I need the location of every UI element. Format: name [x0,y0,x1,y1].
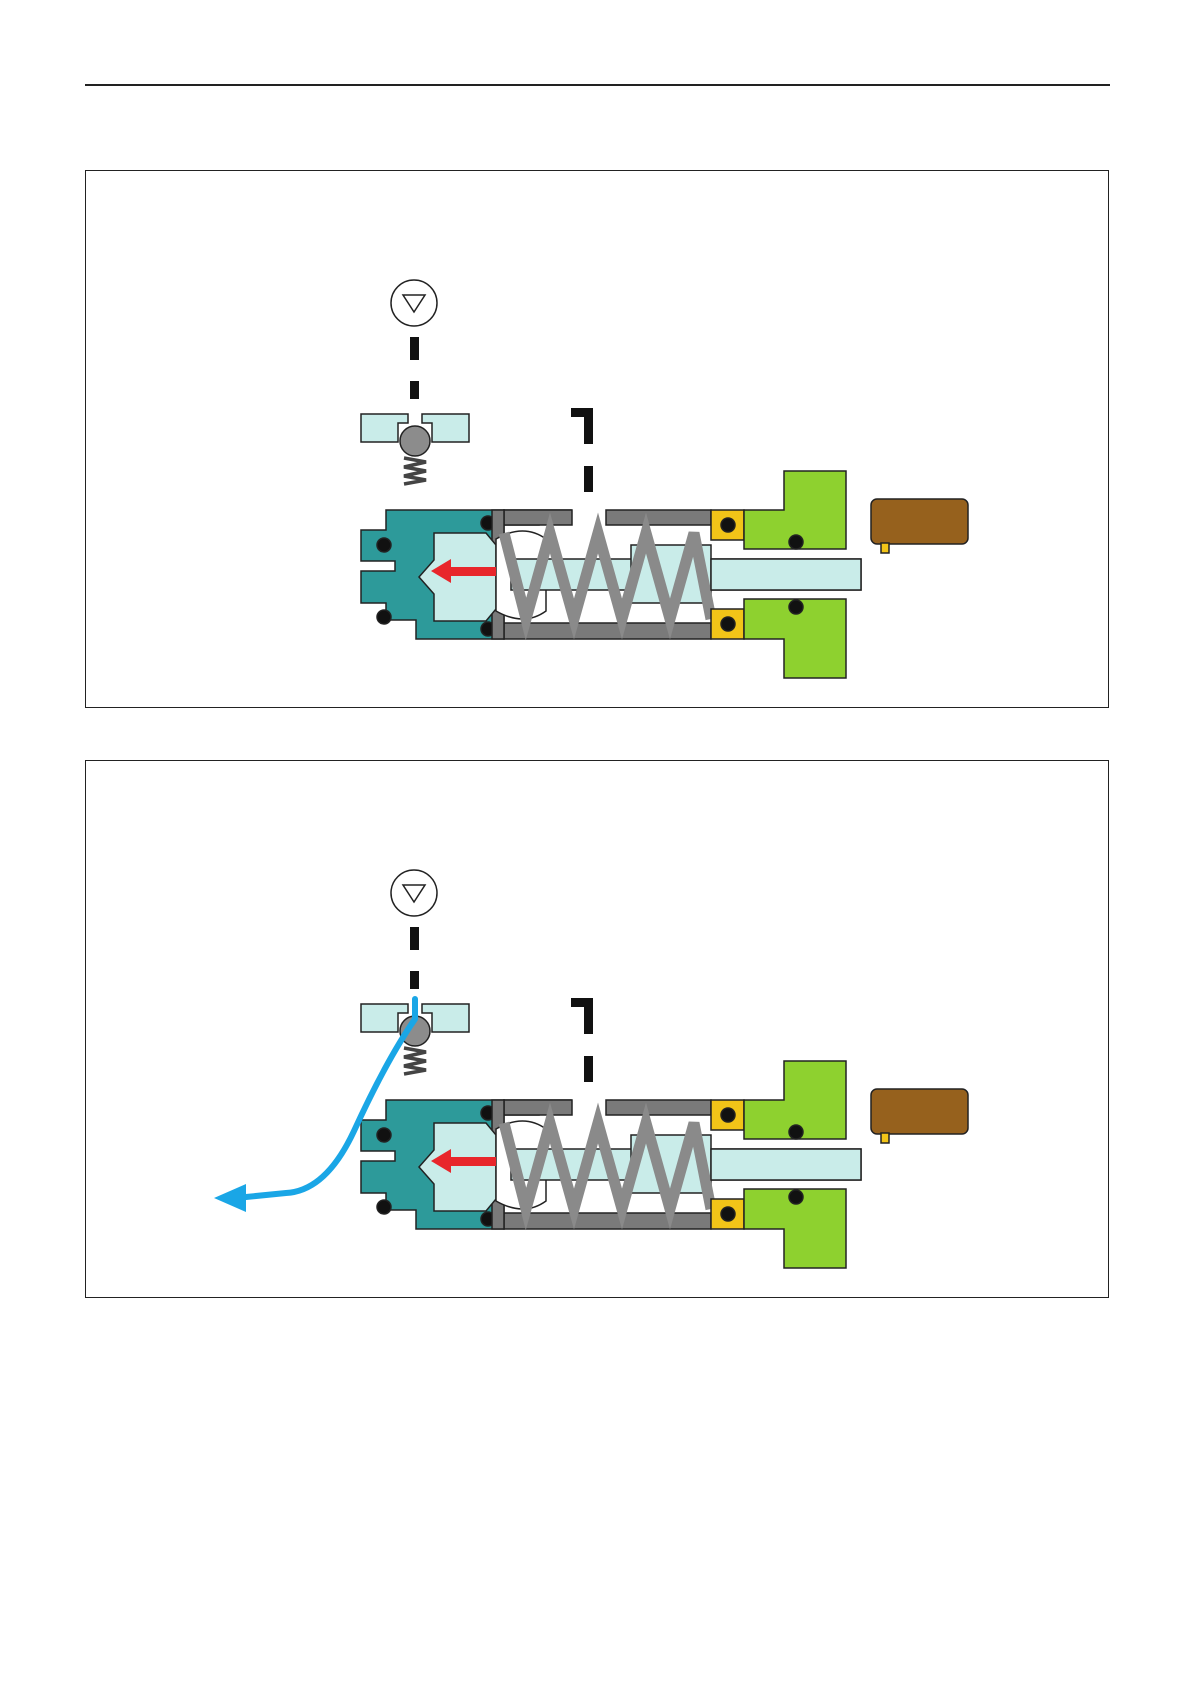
force-arrow-shaft [448,1157,496,1166]
cylinder-wall-top-right [606,1100,711,1115]
o-ring-icon [721,617,735,631]
o-ring-icon [789,600,803,614]
diagram-group [361,280,968,678]
flow-arrow-icon [214,1184,246,1212]
cylinder-wall-top-left [504,1100,572,1115]
port-line-top [571,408,593,444]
o-ring-icon [789,535,803,549]
pilot-line-dash [410,337,419,360]
rod-extension [711,1149,861,1180]
o-ring-icon [721,518,735,532]
pilot-line-dash [410,971,419,989]
spring-icon [404,1048,426,1074]
header-rule [85,84,1110,86]
o-ring-icon [377,538,391,552]
o-ring-icon [721,1108,735,1122]
actuator-block [871,1089,968,1134]
check-ball-icon [400,426,430,456]
port-line-dash [584,466,593,492]
o-ring-icon [377,1200,391,1214]
cylinder-diagram [86,761,1110,1299]
port-line-dash [584,1056,593,1082]
cylinder-wall-top-right [606,510,711,525]
diagram-group [214,870,968,1268]
o-ring-icon [721,1207,735,1221]
o-ring-icon [789,1190,803,1204]
cylinder-diagram [86,171,1110,709]
port-line-top [571,998,593,1034]
actuator-tab [881,1133,889,1143]
cylinder-wall-bottom [504,623,711,639]
cylinder-wall-bottom [504,1213,711,1229]
diagram-panel-2 [85,760,1109,1298]
pilot-line-dash [410,381,419,399]
cylinder-wall-top-left [504,510,572,525]
pilot-line-dash [410,927,419,950]
spring-icon [404,458,426,484]
o-ring-icon [789,1125,803,1139]
diagram-panel-1 [85,170,1109,708]
o-ring-icon [377,610,391,624]
o-ring-icon [377,1128,391,1142]
actuator-tab [881,543,889,553]
force-arrow-shaft [448,567,496,576]
rod-extension [711,559,861,590]
actuator-block [871,499,968,544]
